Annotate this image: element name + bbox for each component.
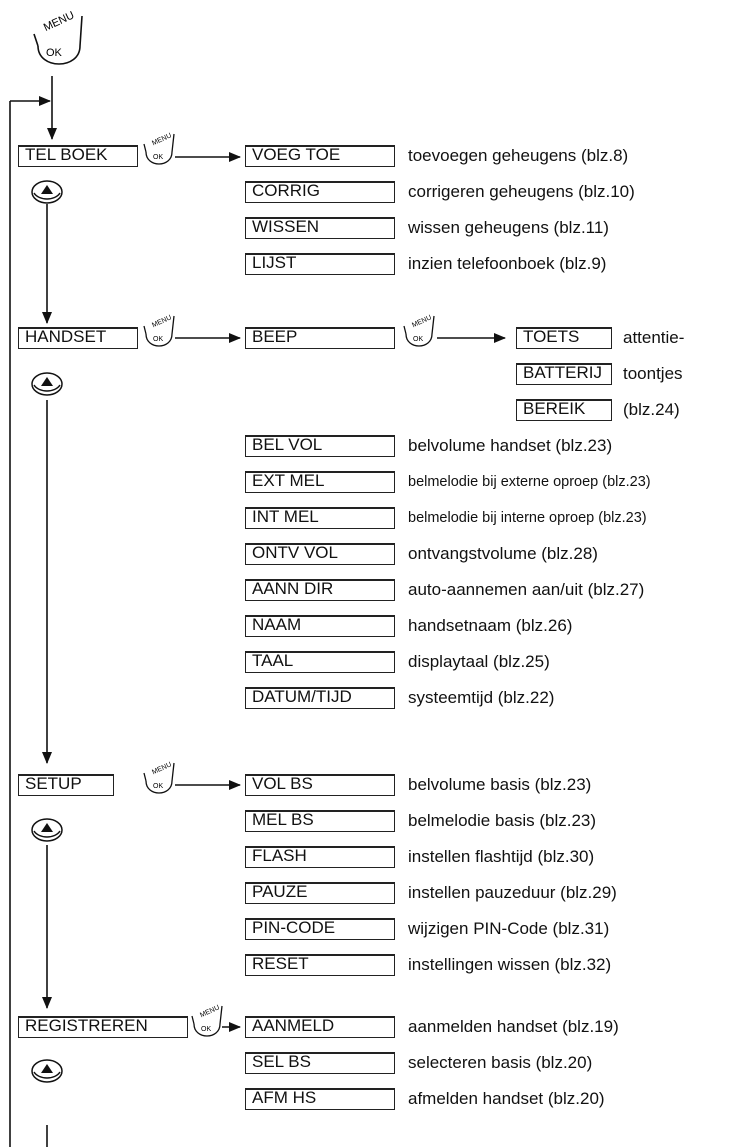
menu-key-label: MENU <box>199 1004 221 1019</box>
menu-ok-key-icon: MENU OK <box>140 130 178 174</box>
item-description: instellingen wissen (blz.32) <box>408 955 612 974</box>
item-description: systeemtijd (blz.22) <box>408 688 555 707</box>
menu-item-beep: BEEP <box>245 327 395 349</box>
item-description: afmelden handset (blz.20) <box>408 1089 605 1108</box>
menu-item-naam: NAAM <box>245 615 395 637</box>
beep-sub-toets: TOETS <box>516 327 612 349</box>
section-box-setup: SETUP <box>18 774 114 796</box>
item-description: belmelodie bij interne oproep (blz.23) <box>408 510 647 526</box>
menu-item-voeg-toe: VOEG TOE <box>245 145 395 167</box>
beep-sub-bereik: BEREIK <box>516 399 612 421</box>
menu-item-pauze: PAUZE <box>245 882 395 904</box>
menu-item-datum-tijd: DATUM/TIJD <box>245 687 395 709</box>
item-description: inzien telefoonboek (blz.9) <box>408 254 607 273</box>
menu-item-afm-hs: AFM HS <box>245 1088 395 1110</box>
item-description: corrigeren geheugens (blz.10) <box>408 182 635 201</box>
beep-sub-description: (blz.24) <box>623 400 680 419</box>
ok-key-label: OK <box>153 783 163 790</box>
item-description: aanmelden handset (blz.19) <box>408 1017 619 1036</box>
ok-key-label: OK <box>46 47 63 59</box>
menu-item-pin-code: PIN-CODE <box>245 918 395 940</box>
menu-item-flash: FLASH <box>245 846 395 868</box>
menu-item-corrig: CORRIG <box>245 181 395 203</box>
menu-item-bel-vol: BEL VOL <box>245 435 395 457</box>
item-description: instellen pauzeduur (blz.29) <box>408 883 617 902</box>
item-description: displaytaal (blz.25) <box>408 652 550 671</box>
item-description: wijzigen PIN-Code (blz.31) <box>408 919 610 938</box>
beep-sub-description: attentie- <box>623 328 685 347</box>
section-box-handset: HANDSET <box>18 327 138 349</box>
menu-item-int-mel: INT MEL <box>245 507 395 529</box>
menu-item-wissen: WISSEN <box>245 217 395 239</box>
scroll-key-icon <box>30 371 64 397</box>
scroll-key-icon <box>30 817 64 843</box>
menu-ok-key-icon: MENU OK <box>140 312 178 356</box>
menu-ok-key-icon: MENU OK <box>400 312 438 356</box>
menu-item-taal: TAAL <box>245 651 395 673</box>
item-description: belmelodie basis (blz.23) <box>408 811 597 830</box>
item-description: belvolume basis (blz.23) <box>408 775 592 794</box>
menu-item-reset: RESET <box>245 954 395 976</box>
ok-key-label: OK <box>153 154 163 161</box>
item-description: wissen geheugens (blz.11) <box>408 218 609 237</box>
menu-ok-key-icon: MENU OK <box>140 759 178 803</box>
item-description: belvolume handset (blz.23) <box>408 436 613 455</box>
scroll-key-icon <box>30 179 64 205</box>
scroll-key-icon <box>30 1058 64 1084</box>
item-description: toevoegen geheugens (blz.8) <box>408 146 629 165</box>
menu-key-label: MENU <box>42 9 76 34</box>
menu-ok-key-icon: MENU OK <box>188 1002 226 1046</box>
menu-item-lijst: LIJST <box>245 253 395 275</box>
menu-item-aanmeld: AANMELD <box>245 1016 395 1038</box>
item-description: ontvangstvolume (blz.28) <box>408 544 598 563</box>
ok-key-label: OK <box>413 336 423 343</box>
beep-sub-batterij: BATTERIJ <box>516 363 612 385</box>
menu-key-label: MENU <box>151 314 173 329</box>
item-description: belmelodie bij externe oproep (blz.23) <box>408 474 651 490</box>
menu-item-sel-bs: SEL BS <box>245 1052 395 1074</box>
item-description: selecteren basis (blz.20) <box>408 1053 593 1072</box>
item-description: handsetnaam (blz.26) <box>408 616 573 635</box>
menu-item-ontv-vol: ONTV VOL <box>245 543 395 565</box>
menu-key-label: MENU <box>411 314 433 329</box>
ok-key-label: OK <box>153 336 163 343</box>
menu-ok-key-icon: MENU OK <box>22 6 84 82</box>
menu-item-vol-bs: VOL BS <box>245 774 395 796</box>
section-box-registreren: REGISTREREN <box>18 1016 188 1038</box>
menu-item-ext-mel: EXT MEL <box>245 471 395 493</box>
menu-item-mel-bs: MEL BS <box>245 810 395 832</box>
item-description: auto-aannemen aan/uit (blz.27) <box>408 580 645 599</box>
ok-key-label: OK <box>201 1026 211 1033</box>
menu-item-aann-dir: AANN DIR <box>245 579 395 601</box>
item-description: instellen flashtijd (blz.30) <box>408 847 595 866</box>
beep-sub-description: toontjes <box>623 364 683 383</box>
menu-key-label: MENU <box>151 761 173 776</box>
menu-key-label: MENU <box>151 132 173 147</box>
section-box-tel-boek: TEL BOEK <box>18 145 138 167</box>
